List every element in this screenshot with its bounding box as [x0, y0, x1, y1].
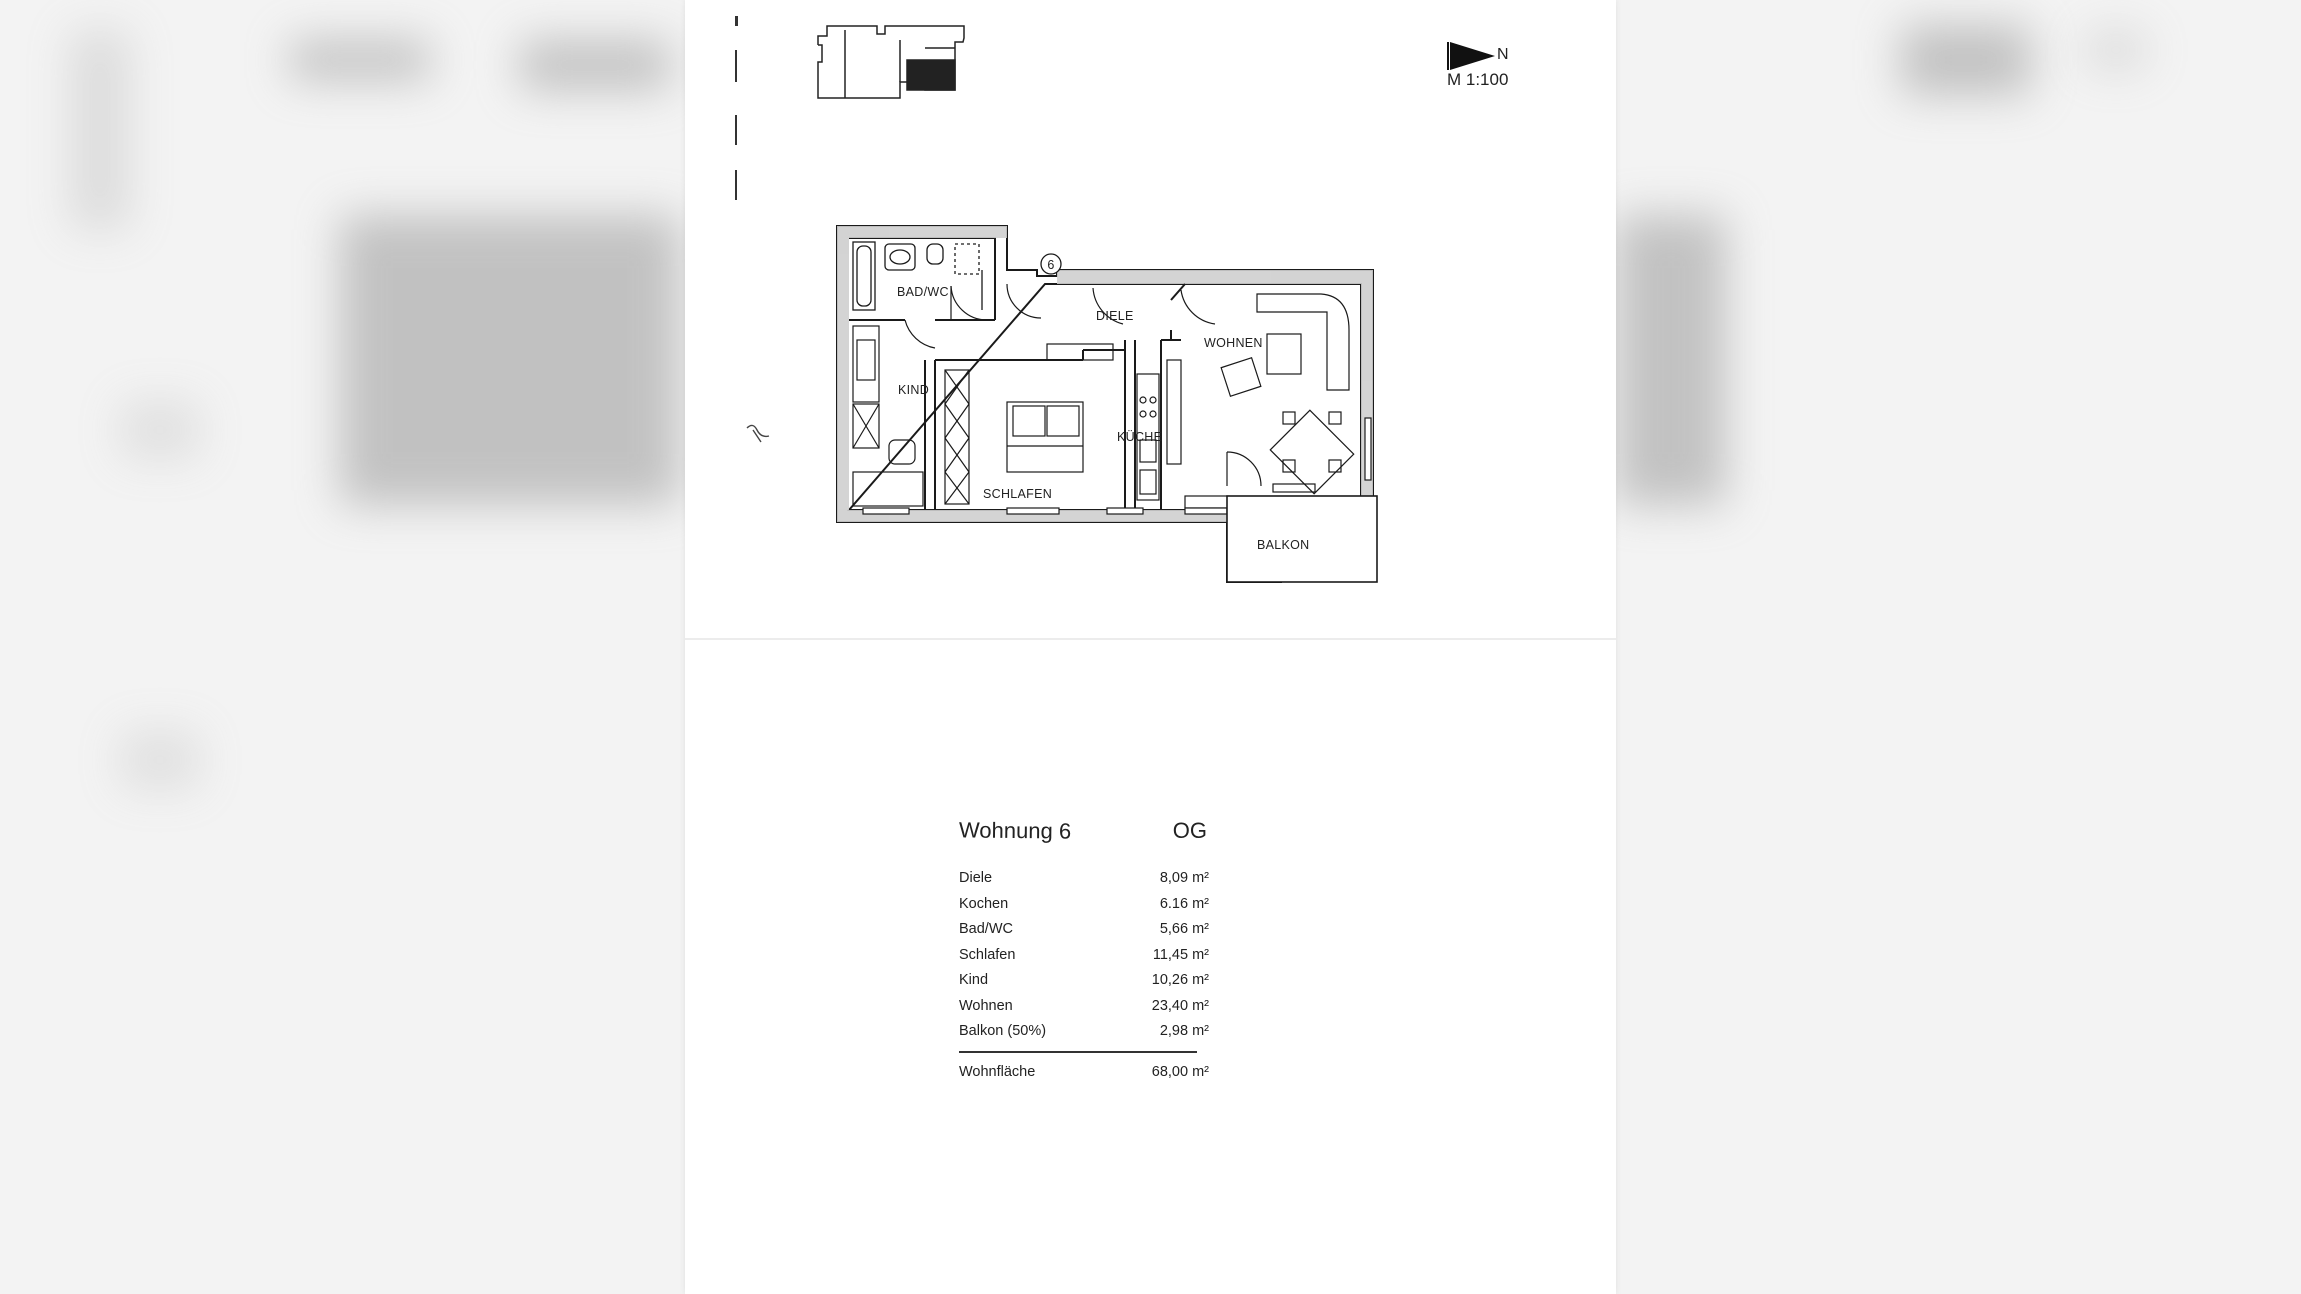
- blurred-background-right: [1616, 0, 2301, 1294]
- room-area: 10,26 m²: [1151, 972, 1209, 988]
- room-label-diele: DIELE: [1096, 309, 1134, 323]
- floor-plan-sheet: 6 BAD/WC DIELE WOHNEN KIND KÜCHE SCHLAFE…: [685, 0, 1616, 1294]
- unit-number-circle: [1040, 253, 1062, 275]
- room-name: Kochen: [959, 895, 1009, 912]
- room-name: Diele: [959, 870, 993, 886]
- room-name: Balkon (50%): [959, 1023, 1047, 1039]
- kind-furniture: [852, 325, 924, 507]
- schlafen-furniture: [944, 369, 1084, 505]
- room-name: Bad/WC: [959, 921, 1013, 937]
- area-table: Wohnung 6 OG Diele 8,09 m² Kochen 6.16 m…: [958, 817, 1209, 1085]
- table-row: Wohnen 23,40 m²: [959, 994, 1209, 1020]
- table-row: Balkon (50%) 2,98 m²: [959, 1019, 1209, 1045]
- room-label-balkon: BALKON: [1257, 538, 1310, 552]
- floor-label: OG: [1172, 818, 1207, 843]
- scale-label: M 1:100: [1447, 70, 1509, 89]
- total-label: Wohnfläche: [959, 1063, 1036, 1080]
- table-row: Schlafen 11,45 m²: [959, 943, 1209, 969]
- room-label-wohnen: WOHNEN: [1204, 336, 1263, 350]
- room-area: 23,40 m²: [1151, 997, 1209, 1014]
- apartment-title: Wohnung 6: [958, 817, 1072, 844]
- total-divider: [959, 1050, 1197, 1053]
- blurred-background-left: [0, 0, 685, 1294]
- room-name: Kind: [959, 972, 989, 988]
- table-row: Kind 10,26 m²: [959, 968, 1209, 994]
- room-area: 8,09 m²: [1159, 870, 1209, 886]
- wardrobe: [1046, 343, 1114, 361]
- table-row: Kochen 6.16 m²: [959, 892, 1209, 918]
- unit-number: 6: [1047, 258, 1054, 272]
- floor-plan-drawing: 6 BAD/WC DIELE WOHNEN KIND KÜCHE SCHLAFE…: [746, 25, 1495, 583]
- room-area: 5,66 m²: [1159, 921, 1209, 937]
- scan-mark: [735, 115, 737, 145]
- total-row: Wohnfläche 68,00 m²: [959, 1059, 1209, 1085]
- room-area: 6.16 m²: [1159, 895, 1209, 912]
- pencil-mark: [746, 424, 770, 443]
- door-swings: [904, 283, 1262, 487]
- north-arrow-icon: [1450, 42, 1495, 70]
- table-row: Bad/WC 5,66 m²: [959, 917, 1209, 943]
- bathroom-fixtures: [852, 241, 983, 311]
- paper-fold: [685, 638, 1616, 640]
- kitchen-furniture: [1136, 373, 1160, 501]
- room-area: 11,45 m²: [1152, 946, 1209, 963]
- room-label-bad-wc: BAD/WC: [897, 285, 949, 299]
- table-row: Diele 8,09 m²: [959, 866, 1209, 892]
- scan-mark: [735, 170, 737, 200]
- wohnen-furniture: [1166, 293, 1355, 509]
- room-label-schlafen: SCHLAFEN: [983, 487, 1052, 501]
- windows: [862, 417, 1372, 515]
- balkon-outline: [1226, 495, 1378, 583]
- room-label-kueche: KÜCHE: [1117, 430, 1162, 444]
- room-name: Wohnen: [959, 997, 1013, 1014]
- site-key-plan: [817, 25, 965, 99]
- room-label-kind: KIND: [898, 383, 929, 397]
- room-name: Schlafen: [959, 946, 1016, 963]
- scan-mark: [735, 16, 738, 26]
- room-area: 2,98 m²: [1159, 1023, 1209, 1039]
- scan-mark: [735, 50, 737, 82]
- north-label: N: [1497, 46, 1509, 63]
- total-area: 68,00 m²: [1151, 1063, 1209, 1080]
- area-table-header: Wohnung 6 OG: [958, 817, 1209, 844]
